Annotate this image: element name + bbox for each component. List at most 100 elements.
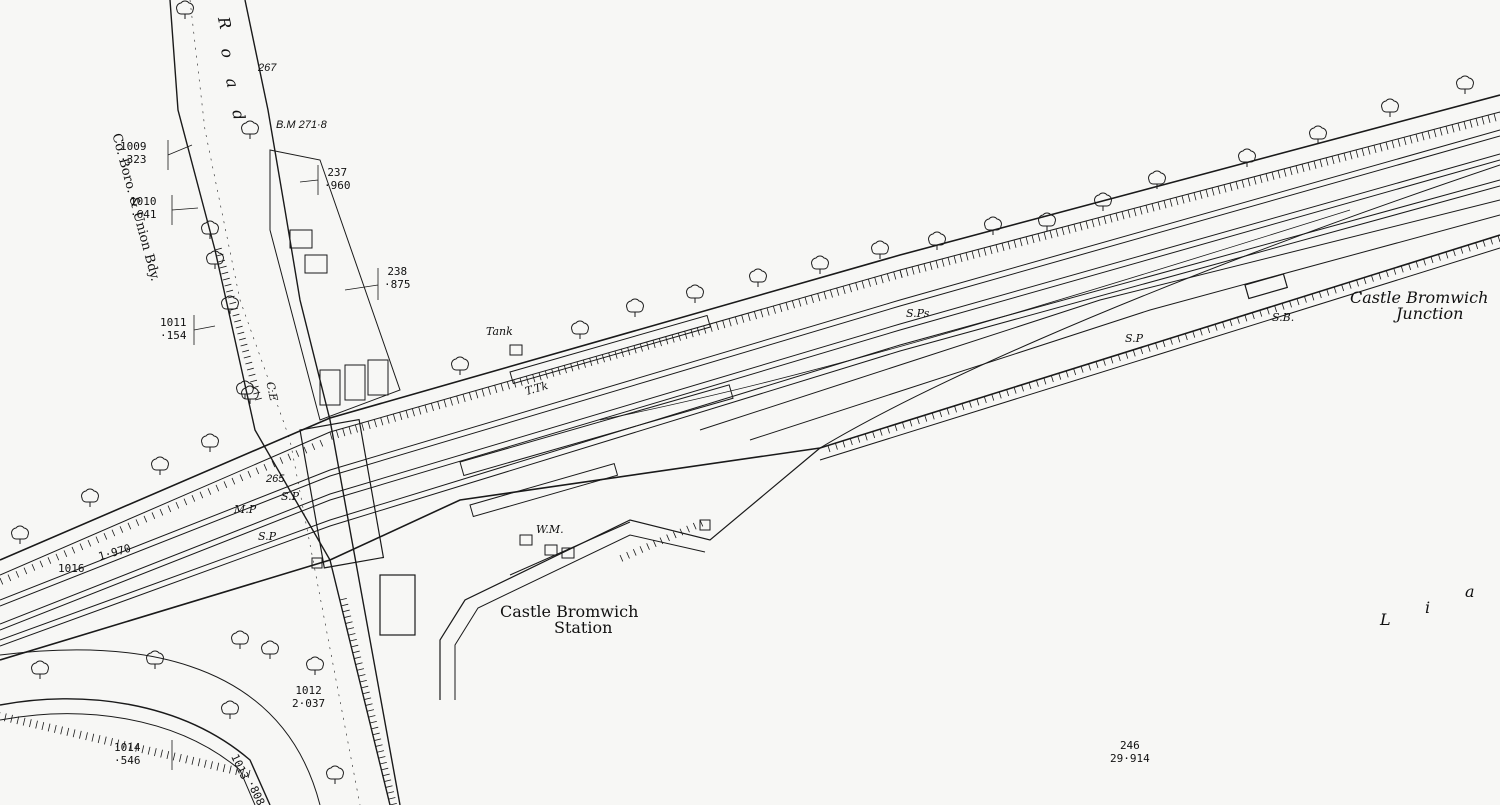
embankment-hachure [1326, 288, 1330, 296]
tree-icon [1148, 170, 1166, 189]
embankment-hachure [1021, 384, 1024, 392]
cutting-hachure [551, 368, 555, 377]
embankment-hachure [1222, 321, 1225, 329]
embankment-hachure [1356, 279, 1359, 287]
road-hachure [367, 709, 375, 712]
railway-cutting-top-inner [0, 111, 1500, 576]
cutting-hachure [255, 467, 260, 475]
cutting-hachure [519, 377, 523, 386]
road-hachure [388, 797, 396, 800]
embankment-hachure [909, 419, 913, 427]
embankment-hachure [983, 396, 987, 404]
cutting-hachure [63, 550, 68, 557]
parcel-1011: 1011 ·154 [160, 316, 187, 342]
tree-icon [749, 268, 767, 287]
embankment-hachure [1244, 314, 1248, 322]
parcel-area: ·875 [384, 278, 411, 291]
cutting-hachure [899, 269, 903, 278]
sp-label-lower: S.P [258, 530, 277, 543]
cutting-hachure [1487, 115, 1491, 123]
tree-icon [1238, 148, 1256, 167]
cutting-hachure [836, 287, 840, 296]
junction-name: Castle Bromwich Junction [1350, 290, 1488, 322]
cutting-hachure [911, 266, 915, 275]
tree-icon [306, 656, 324, 675]
parcel-1010: 1010 ·641 [130, 195, 157, 221]
sp-label-left: S.P [281, 490, 300, 503]
cutting-hachure [886, 273, 890, 282]
cutting-hachure [271, 460, 276, 468]
cutting-hachure [79, 543, 84, 551]
road-hachure [352, 650, 360, 654]
field-hachure [60, 726, 63, 735]
embankment-hachure [1281, 302, 1285, 310]
cutting-hachure [753, 311, 757, 320]
embankment-hachure [1162, 340, 1166, 348]
cutting-hachure [772, 305, 776, 314]
field-boundary-south [0, 649, 321, 805]
road-hachure [375, 744, 383, 747]
cutting-hachure [1355, 149, 1359, 158]
field-hachure [185, 755, 188, 764]
embankment-hachure [1214, 323, 1218, 331]
cutting-hachure [646, 341, 650, 350]
cutting-hachure [392, 413, 396, 422]
field-hachure [147, 746, 151, 755]
tree-icon [146, 650, 164, 669]
cutting-hachure [1349, 151, 1353, 160]
embankment-hachure [1393, 267, 1397, 275]
tree-icon [241, 120, 259, 139]
embankment-hachure [1363, 277, 1367, 285]
embankment-hachure [1378, 272, 1382, 280]
cutting-hachure [1079, 222, 1083, 231]
cutting-hachure [995, 244, 999, 253]
embankment-hachure [1370, 274, 1374, 282]
cutting-hachure [1439, 127, 1443, 136]
field-hachure [104, 736, 107, 745]
tree-icon [201, 220, 219, 239]
road-hachure [351, 644, 359, 648]
embankment-hachure [834, 442, 838, 450]
road-hachure [226, 289, 234, 293]
cutting-hachure [1379, 143, 1383, 152]
cutting-hachure [506, 381, 510, 390]
cutting-hachure [1007, 241, 1011, 250]
road-hachure [238, 337, 246, 341]
embankment-hachure [1192, 330, 1196, 338]
cutting-hachure [1109, 214, 1113, 223]
embankment-hachure [1423, 258, 1426, 266]
embankment-hachure [864, 433, 868, 441]
cutting-hachure [538, 372, 542, 381]
house-2 [304, 254, 328, 274]
cutting-hachure [867, 278, 871, 287]
tree-icon [151, 456, 169, 475]
parcel-id: 237 [327, 166, 348, 179]
field-hachure [160, 749, 163, 758]
ce-label: C.E [263, 380, 281, 403]
cutting-hachure [1073, 224, 1077, 233]
cutting-hachure [1397, 138, 1401, 147]
field-hachure [141, 745, 145, 754]
embankment-hachure [976, 398, 980, 406]
cutting-hachure [829, 289, 833, 298]
cutting-hachure [1283, 168, 1287, 177]
platform-north [509, 314, 711, 385]
embankment-hachure [1050, 375, 1054, 383]
embankment-hachure [1169, 337, 1173, 345]
cutting-hachure [449, 397, 453, 406]
cutting-hachure [1433, 129, 1437, 138]
cutting-hachure [335, 430, 339, 439]
parcel-area: ·960 [324, 179, 351, 192]
cutting-hachure [848, 284, 852, 293]
road-hachure [245, 361, 253, 365]
house-1 [289, 229, 313, 249]
cutting-hachure [563, 365, 567, 374]
cutting-hachure [348, 426, 352, 435]
cutting-hachure [223, 481, 228, 488]
cutting-hachure [1331, 156, 1335, 165]
cutting-hachure [532, 374, 536, 383]
cutting-hachure [468, 392, 472, 401]
house-3 [319, 369, 341, 406]
cutting-hachure [971, 250, 975, 259]
embankment-hachure [1385, 270, 1389, 278]
